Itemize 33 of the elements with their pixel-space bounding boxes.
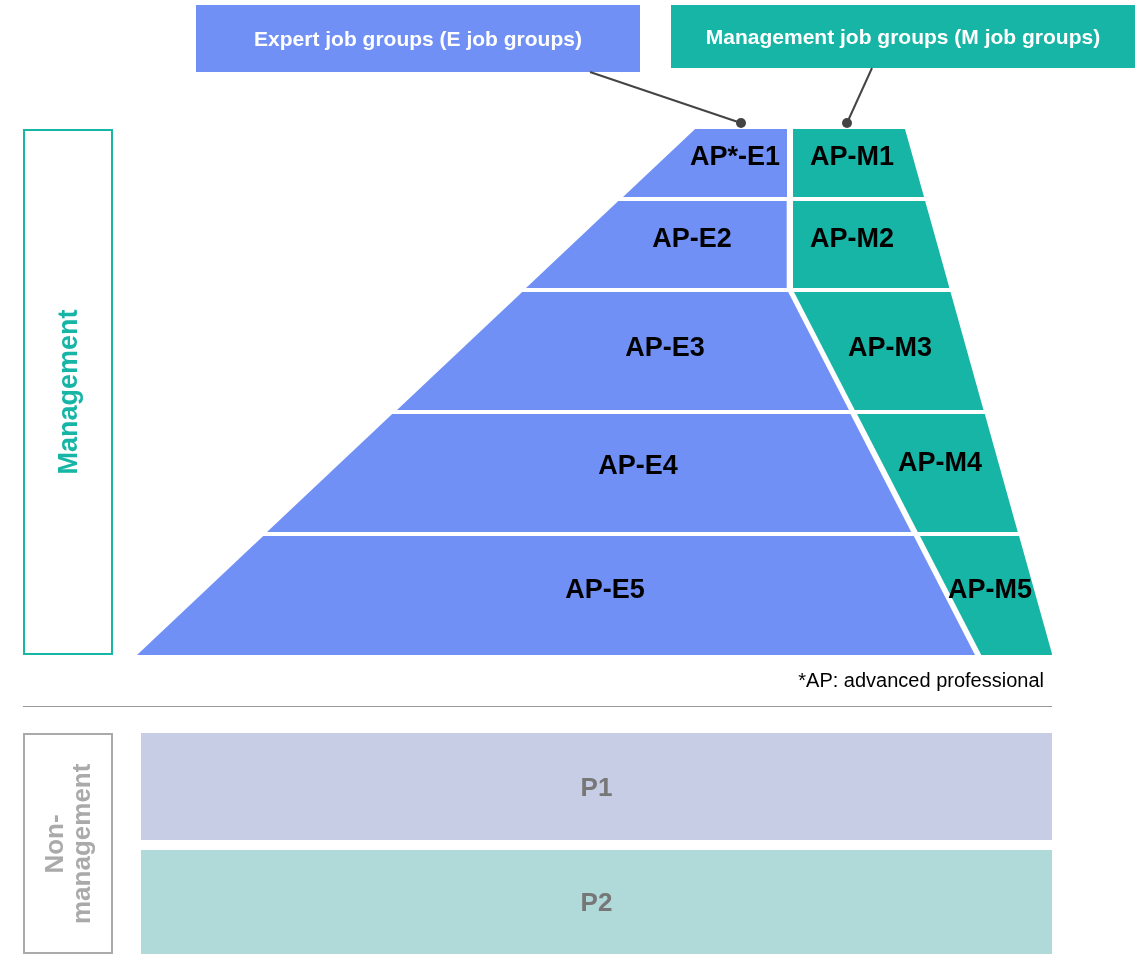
- level-label: AP-M1: [810, 140, 894, 172]
- level-band: [141, 850, 1052, 954]
- level-label: AP-M5: [948, 573, 1032, 605]
- band-label: Non- management: [40, 763, 96, 924]
- group-label-box: [196, 5, 640, 72]
- level-label: AP*-E1: [689, 140, 780, 172]
- pyramid-level: [526, 201, 787, 288]
- leader-line: [842, 67, 873, 128]
- category-band: [23, 129, 113, 655]
- category-band: [23, 733, 113, 954]
- pyramid-level: [919, 536, 1052, 655]
- pyramid-level: [794, 292, 984, 410]
- level-label: AP-M4: [898, 446, 982, 478]
- level-label: AP-M3: [848, 331, 932, 363]
- pyramid-level: [793, 129, 924, 197]
- level-label: AP-E4: [598, 449, 678, 481]
- level-label: AP-M2: [810, 222, 894, 254]
- pyramid-level: [396, 292, 849, 410]
- group-label-box: [671, 5, 1135, 68]
- level-label: AP-E3: [625, 331, 705, 363]
- level-label: AP-E2: [652, 222, 732, 254]
- level-label: AP-E5: [565, 573, 645, 605]
- band-label: Management: [52, 309, 84, 475]
- group-label: Management job groups (M job groups): [705, 24, 1101, 49]
- level-band: [141, 733, 1052, 840]
- group-label: Expert job groups (E job groups): [254, 26, 582, 51]
- footnote: *AP: advanced professional: [798, 669, 1044, 692]
- pyramid-level: [793, 201, 950, 288]
- group-label: P1: [580, 771, 613, 802]
- pyramid-level: [856, 414, 1018, 532]
- pyramid-level: [622, 129, 787, 197]
- group-label: P2: [580, 886, 613, 918]
- leader-line: [589, 71, 746, 128]
